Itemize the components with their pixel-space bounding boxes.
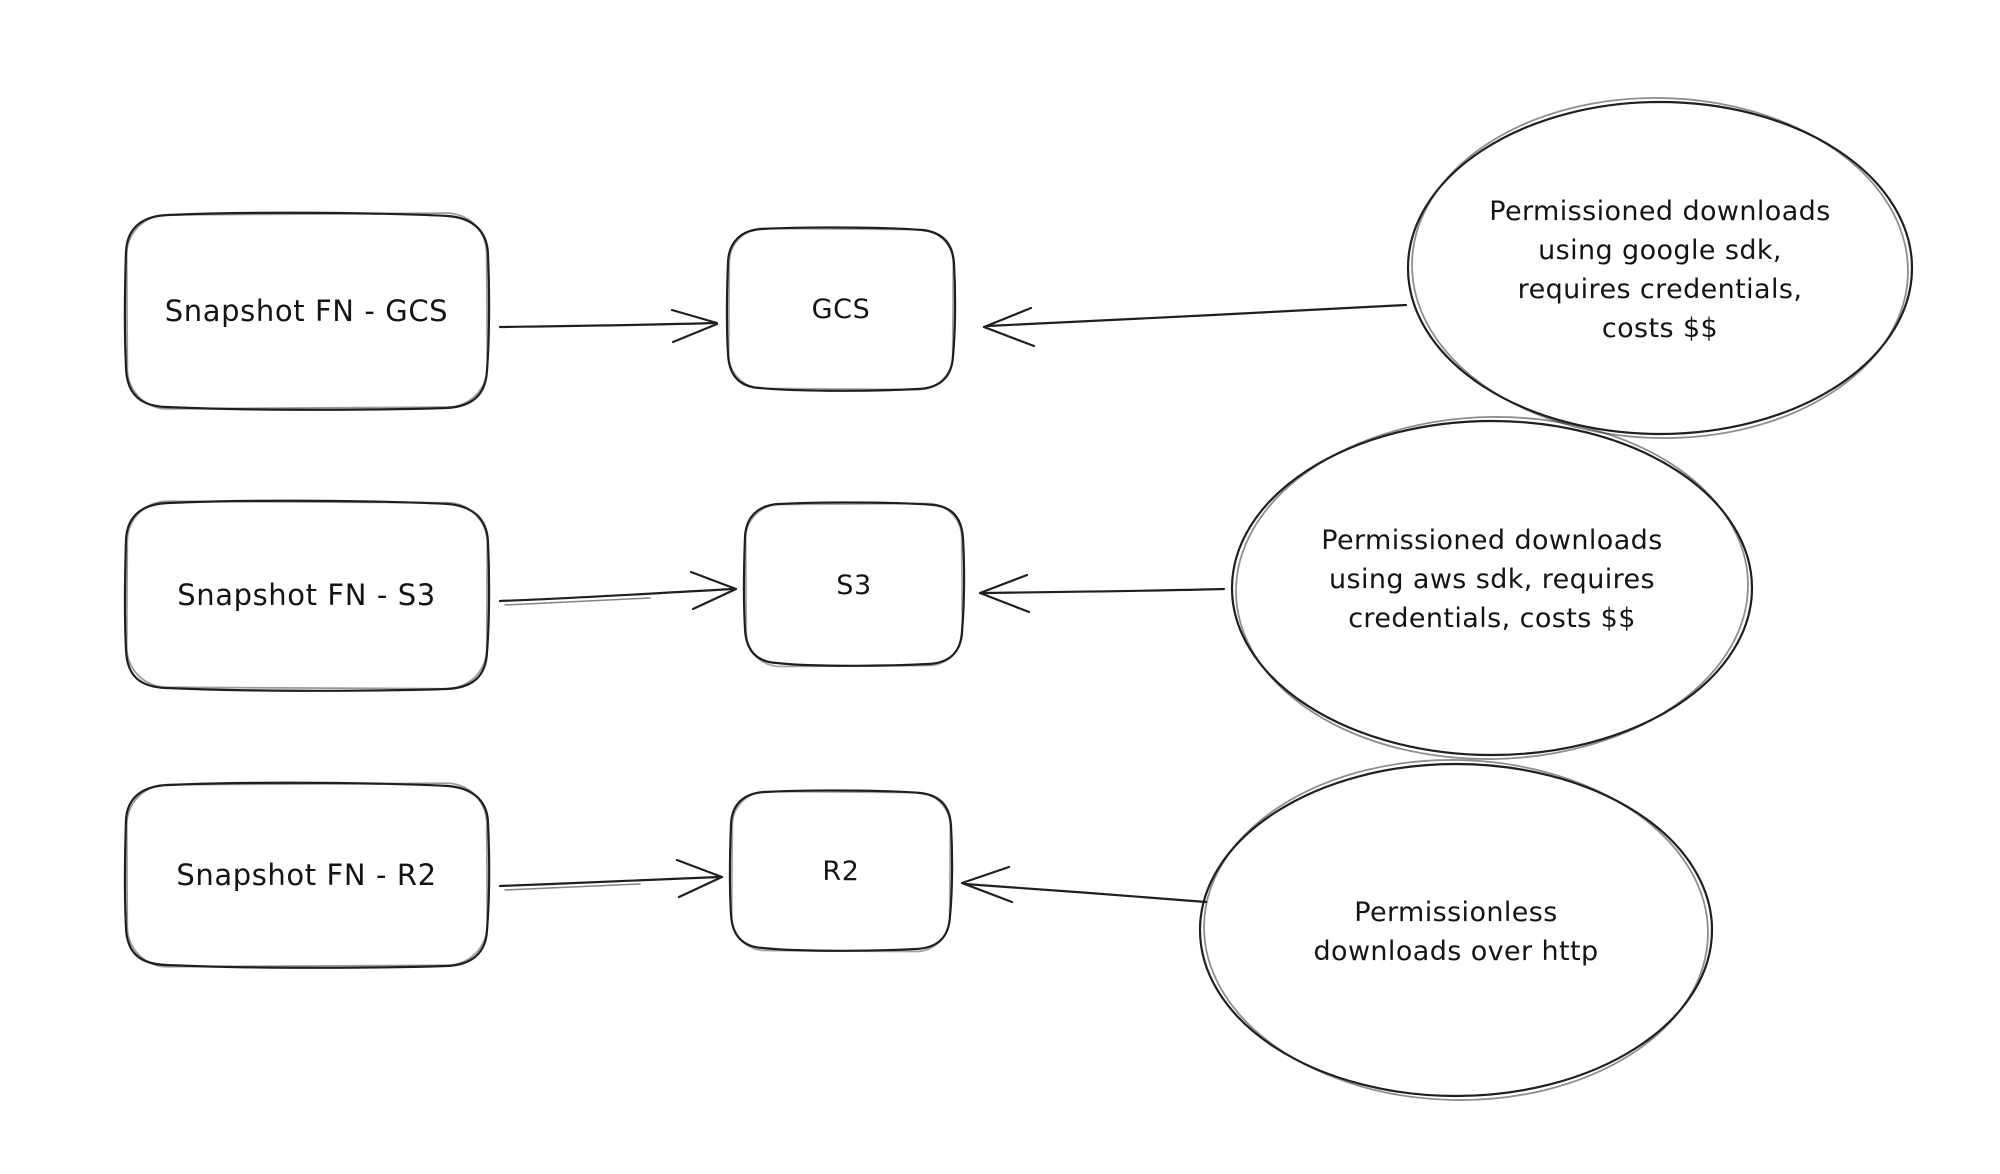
target-label-s3: S3 bbox=[836, 569, 872, 601]
bubble-ellipse-s3 bbox=[1230, 419, 1754, 757]
bubble-ellipse-gcs bbox=[1406, 100, 1914, 436]
target-box-s3 bbox=[742, 501, 966, 667]
source-rect-s3 bbox=[123, 499, 491, 692]
source-label-r2: Snapshot FN - R2 bbox=[176, 858, 437, 892]
bubble-line: using aws sdk, requires bbox=[1328, 564, 1656, 595]
arrow-bubble-to-target-gcs bbox=[982, 303, 1408, 348]
bubble-line: using google sdk, bbox=[1538, 235, 1782, 266]
source-rect-s3-sketch-pass bbox=[125, 500, 489, 690]
arrow-bubble-to-target-s3 bbox=[978, 573, 1226, 614]
bubble-line: Permissioned downloads bbox=[1489, 196, 1831, 227]
bubble-ellipse-gcs-sketch-pass bbox=[1411, 97, 1909, 439]
target-box-s3-sketch-pass bbox=[744, 502, 964, 668]
bubble-line: costs $$ bbox=[1601, 313, 1719, 344]
bubble-text-gcs: Permissioned downloads using google sdk,… bbox=[1410, 192, 1910, 348]
bubble-text-s3: Permissioned downloads using aws sdk, re… bbox=[1242, 521, 1742, 638]
source-rect-gcs-sketch-pass bbox=[125, 212, 489, 410]
bubble-line: credentials, costs $$ bbox=[1348, 603, 1636, 634]
bubble-line: requires credentials, bbox=[1517, 274, 1803, 305]
target-box-gcs-sketch-pass bbox=[727, 227, 955, 391]
source-rect-gcs bbox=[123, 211, 491, 411]
target-box-gcs bbox=[725, 226, 957, 392]
target-box-r2 bbox=[728, 789, 954, 952]
arrow-source-to-target-gcs bbox=[498, 308, 719, 344]
source-rect-r2 bbox=[123, 781, 491, 969]
bubble-text-r2: Permissionless downloads over http bbox=[1206, 893, 1706, 971]
target-box-r2-sketch-pass bbox=[730, 790, 952, 953]
source-label-gcs: Snapshot FN - GCS bbox=[164, 294, 449, 328]
bubble-line: Permissionless bbox=[1354, 897, 1558, 928]
bubble-line: downloads over http bbox=[1313, 936, 1599, 967]
arrow-source-to-target-s3 bbox=[498, 570, 738, 611]
arrow-source-to-target-r2 bbox=[498, 858, 724, 899]
bubble-ellipse-s3-sketch-pass bbox=[1235, 416, 1749, 760]
bubble-ellipse-r2 bbox=[1198, 762, 1714, 1098]
source-rect-r2-sketch-pass bbox=[125, 782, 489, 968]
target-label-gcs: GCS bbox=[811, 293, 871, 325]
bubble-line: Permissioned downloads bbox=[1321, 525, 1663, 556]
bubble-ellipse-r2-sketch-pass bbox=[1203, 759, 1709, 1101]
source-label-s3: Snapshot FN - S3 bbox=[177, 578, 436, 612]
arrow-bubble-to-target-r2 bbox=[960, 865, 1208, 904]
target-label-r2: R2 bbox=[822, 856, 860, 887]
